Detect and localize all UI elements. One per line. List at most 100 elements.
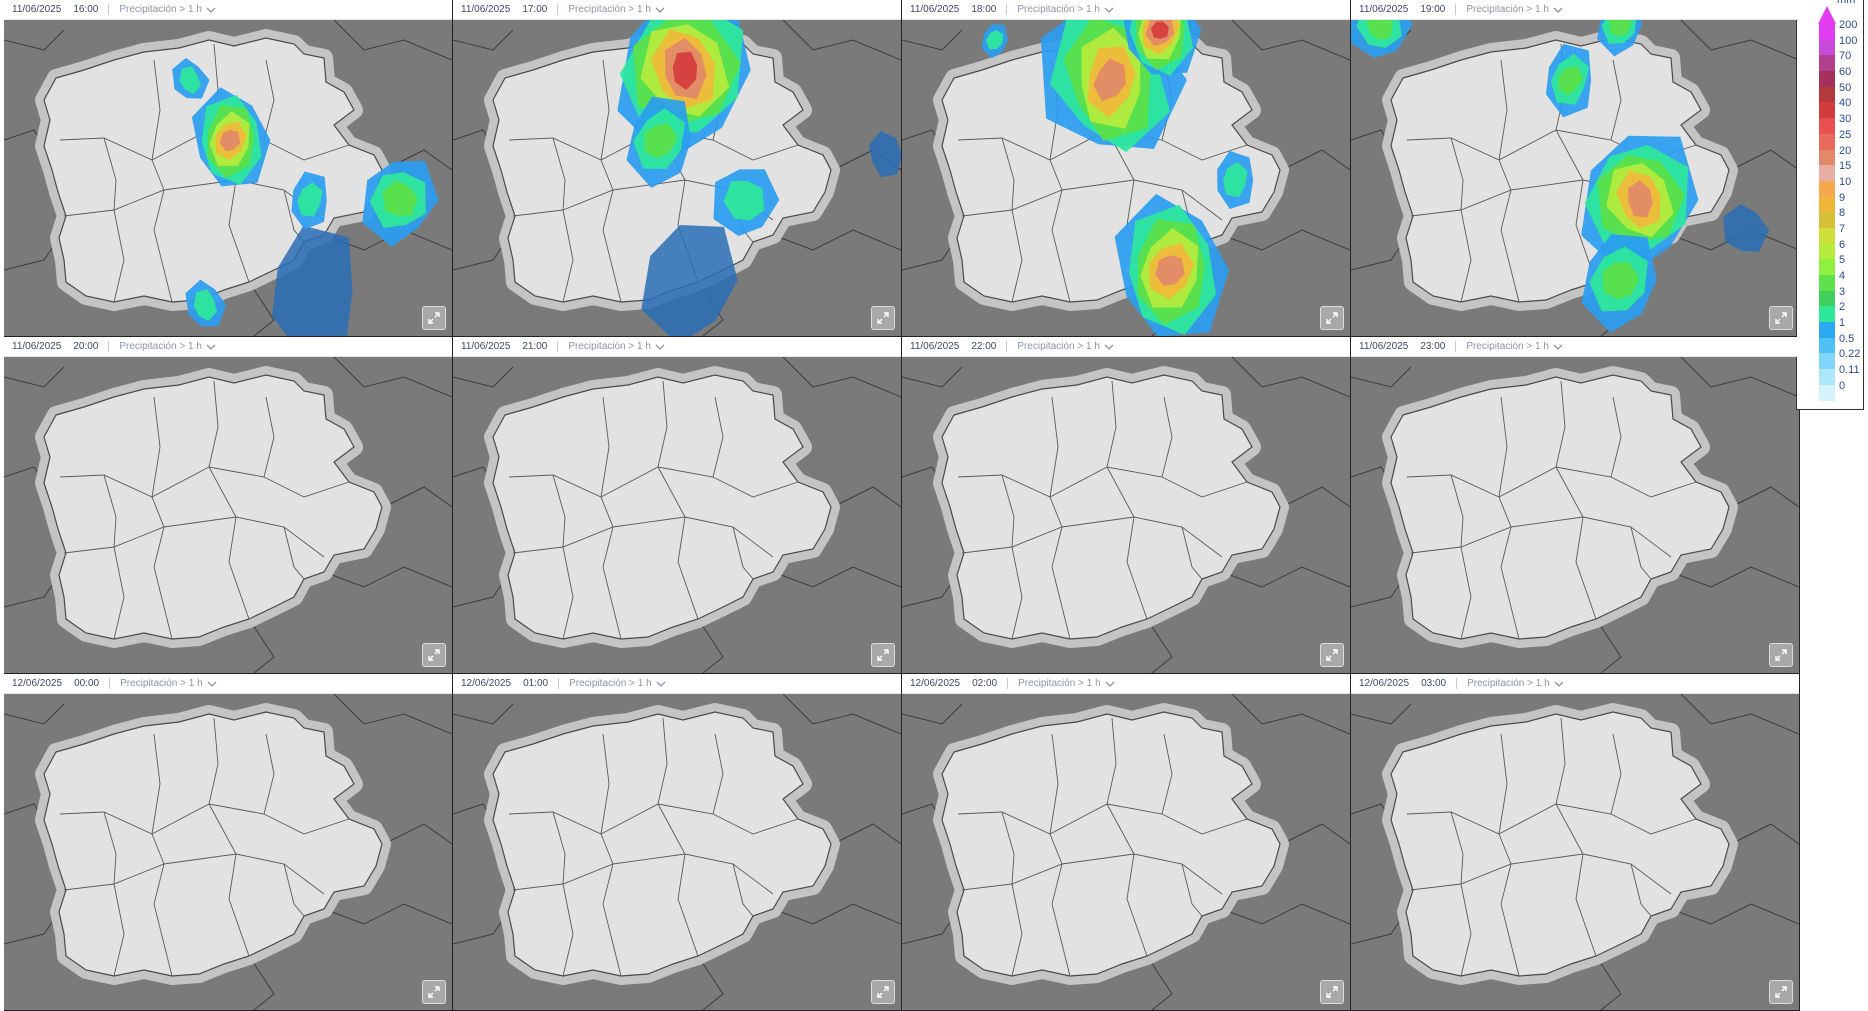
legend-label: 0 [1839,379,1846,392]
variable-dropdown[interactable]: Precipitación > 1 h [1007,4,1114,15]
province-boundary [512,516,774,558]
expand-button[interactable] [422,980,446,1004]
panel-date: 12/06/2025 [12,678,63,689]
expand-button[interactable] [1320,643,1344,667]
variable-dropdown[interactable]: Precipitación > 1 h [1457,678,1564,689]
expand-button[interactable] [1769,980,1793,1004]
country-border [453,366,514,388]
province-boundary [1630,863,1652,917]
expand-icon [428,649,440,661]
variable-dropdown[interactable]: Precipitación > 1 h [110,678,217,689]
legend-swatch [1819,86,1835,103]
panel-date: 11/06/2025 [461,341,511,352]
country-border [1281,823,1350,845]
province-boundary [657,717,699,957]
country-border [902,911,958,945]
expand-icon [428,312,440,324]
country-border [1670,566,1799,588]
country-border [4,366,65,388]
country-border [453,703,514,725]
legend-swatch [1819,353,1835,370]
expand-button[interactable] [1320,306,1344,330]
precipitation-map [453,694,901,1010]
variable-label: Precipitación > 1 h [569,678,652,689]
province-boundary [1498,733,1520,977]
variable-label: Precipitación > 1 h [568,341,651,352]
expand-button[interactable] [1320,980,1344,1004]
country-border [832,486,901,508]
province-boundary [1610,733,1622,815]
chevron-down-icon [1553,7,1563,13]
variable-dropdown[interactable]: Precipitación > 1 h [1456,4,1563,15]
chevron-down-icon [655,344,665,350]
variable-dropdown[interactable]: Precipitación > 1 h [558,341,665,352]
expand-icon [877,312,889,324]
panel-date: 12/06/2025 [461,678,512,689]
variable-label: Precipitación > 1 h [119,341,202,352]
variable-dropdown[interactable]: Precipitación > 1 h [109,341,216,352]
chevron-down-icon [207,681,217,687]
province-boundary [103,474,125,640]
expand-button[interactable] [871,980,895,1004]
chevron-down-icon [206,344,216,350]
variable-dropdown[interactable]: Precipitación > 1 h [1456,341,1563,352]
variable-dropdown[interactable]: Precipitación > 1 h [1008,678,1115,689]
province-boundary [63,179,325,221]
province-boundary [151,733,173,977]
province-boundary [103,811,125,977]
expand-button[interactable] [422,643,446,667]
legend-swatch [1819,71,1835,87]
legend-swatch [1819,290,1835,307]
province-boundary [961,179,1223,221]
variable-dropdown[interactable]: Precipitación > 1 h [559,678,666,689]
country-border [1351,237,1407,271]
expand-button[interactable] [871,643,895,667]
panel-time: 16:00 [61,4,110,15]
legend-swatch [1819,322,1835,338]
country-border [782,357,901,398]
expand-button[interactable] [1769,643,1793,667]
variable-dropdown[interactable]: Precipitación > 1 h [558,4,665,15]
legend-swatch [1819,39,1835,56]
country-border [1281,486,1350,508]
country-border [4,574,60,608]
panel-time: 00:00 [62,678,111,689]
province-boundary [263,59,275,141]
panel-date: 12/06/2025 [910,678,961,689]
expand-icon [877,649,889,661]
expand-button[interactable] [871,306,895,330]
province-boundary [961,853,1223,895]
expand-button[interactable] [1769,306,1793,330]
province-boundary [1106,717,1148,957]
variable-dropdown[interactable]: Precipitación > 1 h [109,4,216,15]
expand-button[interactable] [422,306,446,330]
legend-label: 50 [1839,81,1852,94]
panel-date: 11/06/2025 [12,341,62,352]
province-boundary [732,526,754,580]
province-boundary [961,516,1223,558]
province-boundary [1161,396,1173,478]
precip-contour [219,130,241,152]
province-boundary [657,380,699,620]
precipitation-map [1351,694,1799,1010]
country-border [4,703,65,725]
expand-icon [1775,649,1787,661]
variable-dropdown[interactable]: Precipitación > 1 h [1007,341,1114,352]
precipitation-map [902,20,1350,336]
precip-contour [672,51,698,90]
